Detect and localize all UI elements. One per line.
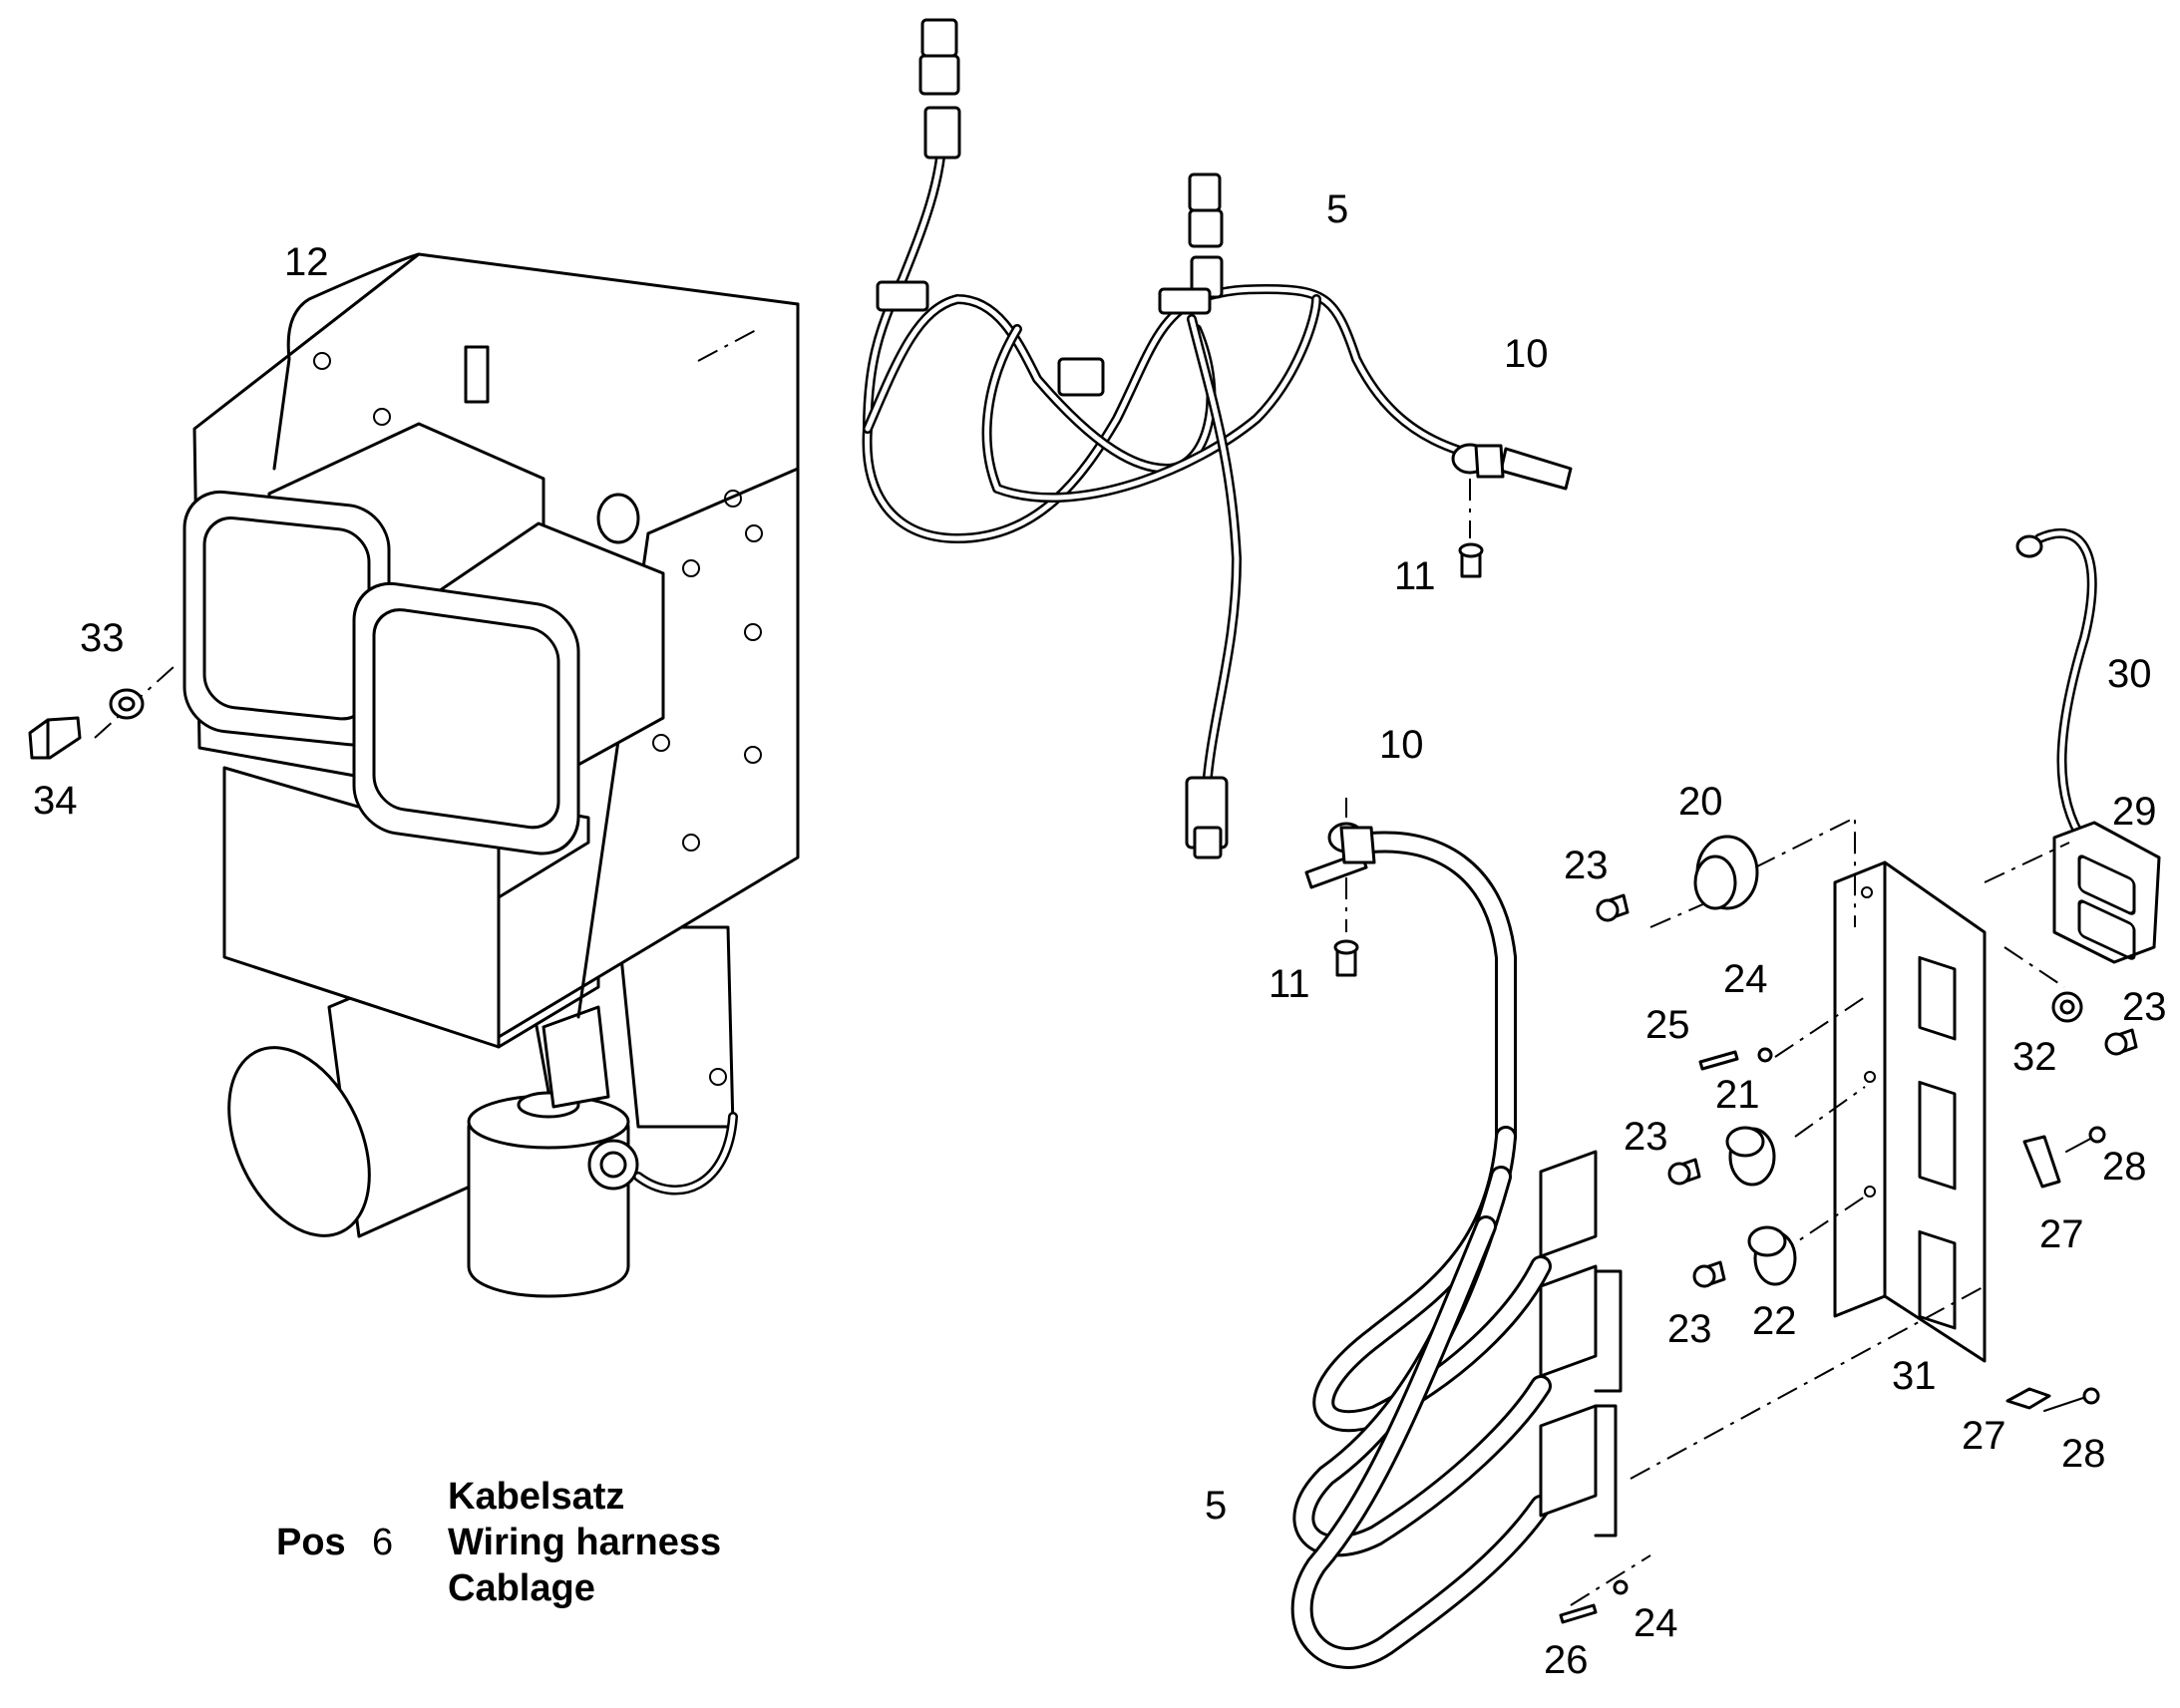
ground-strap-30 [2015,528,2097,848]
callout-23-c: 23 [1624,1115,1668,1159]
callout-5-top: 5 [1326,187,1349,231]
mounting-plate-31 [1833,860,1987,1363]
callout-27-a: 27 [2039,1212,2084,1256]
callout-28-b: 28 [2061,1432,2106,1476]
callout-11-middle: 11 [1269,962,1310,1006]
callout-29: 29 [2112,790,2157,834]
bolt-34-washer-33 [28,665,176,760]
callout-11-top: 11 [1394,554,1436,598]
callout-10-middle: 10 [1379,723,1424,767]
callout-5-bottom: 5 [1205,1484,1228,1528]
callout-21: 21 [1715,1073,1760,1117]
legend-english: Wiring harness [448,1522,722,1563]
switch-29 [2052,821,2161,964]
callout-23-a: 23 [1564,844,1609,887]
callout-10-top: 10 [1504,332,1549,376]
callout-28-a: 28 [2102,1145,2147,1189]
callout-12: 12 [284,240,329,284]
callout-34: 34 [33,779,78,823]
legend-french: Cablage [448,1567,595,1609]
housing-assembly-12 [182,252,800,1298]
callout-23-b: 23 [2122,985,2167,1029]
wiring-harness-lower-5 [1290,798,1623,1669]
callout-27-b: 27 [1962,1414,2006,1458]
callout-26: 26 [1544,1638,1589,1682]
callout-23-d: 23 [1667,1307,1712,1351]
wiring-harness-upper-5 [862,18,1573,859]
callout-24-a: 24 [1723,957,1768,1001]
callout-20: 20 [1678,780,1723,824]
callout-31: 31 [1892,1354,1937,1398]
legend-pos-number: 6 [372,1522,394,1563]
callout-33: 33 [80,616,125,660]
legend-pos-label: Pos [276,1522,346,1563]
small-hardware [1559,816,2138,1624]
callout-22: 22 [1752,1299,1797,1343]
callout-25: 25 [1645,1003,1690,1047]
callout-30: 30 [2107,652,2152,696]
callout-24-b: 24 [1634,1601,1678,1645]
callout-32: 32 [2012,1035,2057,1079]
legend-german: Kabelsatz [448,1476,625,1518]
